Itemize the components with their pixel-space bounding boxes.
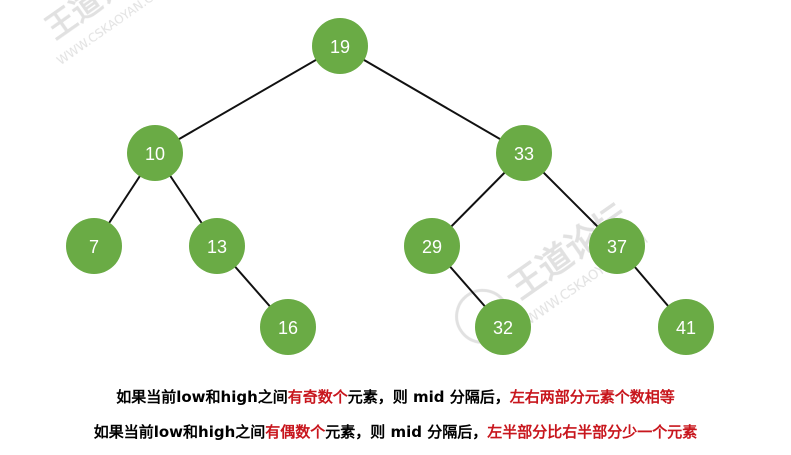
node-circle — [404, 218, 460, 274]
node-label: 33 — [514, 144, 534, 164]
node-label: 19 — [330, 37, 350, 57]
node-circle — [496, 125, 552, 181]
node-label: 41 — [676, 318, 696, 338]
caption-even-highlight-count: 有偶数个 — [265, 423, 326, 441]
tree-node-32: 32 — [475, 299, 531, 355]
tree-node-29: 29 — [404, 218, 460, 274]
edge-19-10 — [154, 45, 341, 154]
caption-odd-highlight-count: 有奇数个 — [287, 388, 348, 406]
node-label: 32 — [493, 318, 513, 338]
node-circle — [127, 125, 183, 181]
node-circle — [658, 299, 714, 355]
tree-node-41: 41 — [658, 299, 714, 355]
tree-node-16: 16 — [260, 299, 316, 355]
node-circle — [589, 218, 645, 274]
caption-even-highlight-result: 左半部分比右半部分少一个元素 — [487, 423, 698, 441]
nodes: 19 10 33 7 13 29 37 16 32 41 — [66, 18, 714, 355]
caption-odd: 如果当前low和high之间有奇数个元素，则 mid 分隔后，左右两部分元素个数… — [0, 386, 791, 407]
node-label: 37 — [607, 237, 627, 257]
caption-even-middle: 元素，则 mid 分隔后， — [325, 423, 488, 441]
tree-node-10: 10 — [127, 125, 183, 181]
node-circle — [475, 299, 531, 355]
node-circle — [189, 218, 245, 274]
tree-node-19: 19 — [312, 18, 368, 74]
node-label: 7 — [89, 237, 99, 257]
tree-node-13: 13 — [189, 218, 245, 274]
node-label: 16 — [278, 318, 298, 338]
node-circle — [260, 299, 316, 355]
caption-even-prefix: 如果当前low和high之间 — [93, 423, 266, 441]
node-circle — [312, 18, 368, 74]
caption-odd-highlight-result: 左右两部分元素个数相等 — [509, 388, 675, 406]
caption-odd-prefix: 如果当前low和high之间 — [116, 388, 288, 406]
tree-node-33: 33 — [496, 125, 552, 181]
node-label: 13 — [207, 237, 227, 257]
node-label: 29 — [422, 237, 442, 257]
caption-even: 如果当前low和high之间有偶数个元素，则 mid 分隔后，左半部分比右半部分… — [0, 421, 791, 442]
node-circle — [66, 218, 122, 274]
tree-node-7: 7 — [66, 218, 122, 274]
edge-19-33 — [339, 45, 525, 154]
watermark-top-left: 王道论坛 WWW.CSKAOYAN.COM — [40, 0, 173, 68]
caption-odd-middle: 元素，则 mid 分隔后， — [347, 388, 510, 406]
node-label: 10 — [145, 144, 165, 164]
tree-node-37: 37 — [589, 218, 645, 274]
edges — [93, 45, 687, 328]
